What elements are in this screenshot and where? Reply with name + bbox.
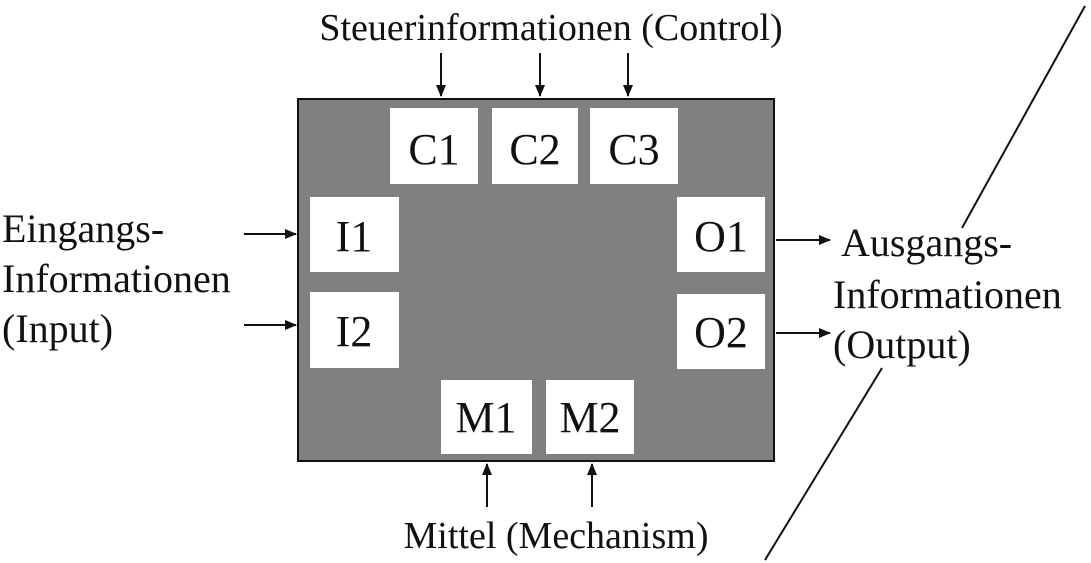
port-label-o1: O1 xyxy=(694,212,748,261)
port-box-o2 xyxy=(677,294,765,369)
input-label-line3: (Input) xyxy=(2,306,113,351)
port-box-o1 xyxy=(677,197,765,272)
mechanism-label: Mittel (Mechanism) xyxy=(404,515,709,557)
port-label-m1: M1 xyxy=(455,393,516,442)
output-label-line1: Ausgangs- xyxy=(841,220,1012,265)
port-label-i1: I1 xyxy=(336,212,373,261)
input-label-line1: Eingangs- xyxy=(2,206,164,251)
output-label-line2: Informationen xyxy=(833,272,1062,317)
diagonal-line-bottom xyxy=(764,367,883,561)
input-label-line2: Informationen xyxy=(2,256,231,301)
diagonal-line-top xyxy=(961,5,1086,229)
port-box-i2 xyxy=(310,292,399,368)
port-label-c1: C1 xyxy=(408,125,459,174)
port-label-c3: C3 xyxy=(608,125,659,174)
port-label-m2: M2 xyxy=(559,393,620,442)
port-label-o2: O2 xyxy=(694,308,748,357)
port-box-m1 xyxy=(441,380,532,454)
port-box-c2 xyxy=(492,108,578,184)
port-box-m2 xyxy=(546,380,634,454)
port-label-c2: C2 xyxy=(509,125,560,174)
port-box-c3 xyxy=(590,108,678,184)
port-box-c1 xyxy=(390,108,478,184)
port-box-i1 xyxy=(310,197,399,272)
output-label-line3: (Output) xyxy=(833,322,971,367)
control-label: Steuerinformationen (Control) xyxy=(319,7,782,49)
port-label-i2: I2 xyxy=(336,307,373,356)
